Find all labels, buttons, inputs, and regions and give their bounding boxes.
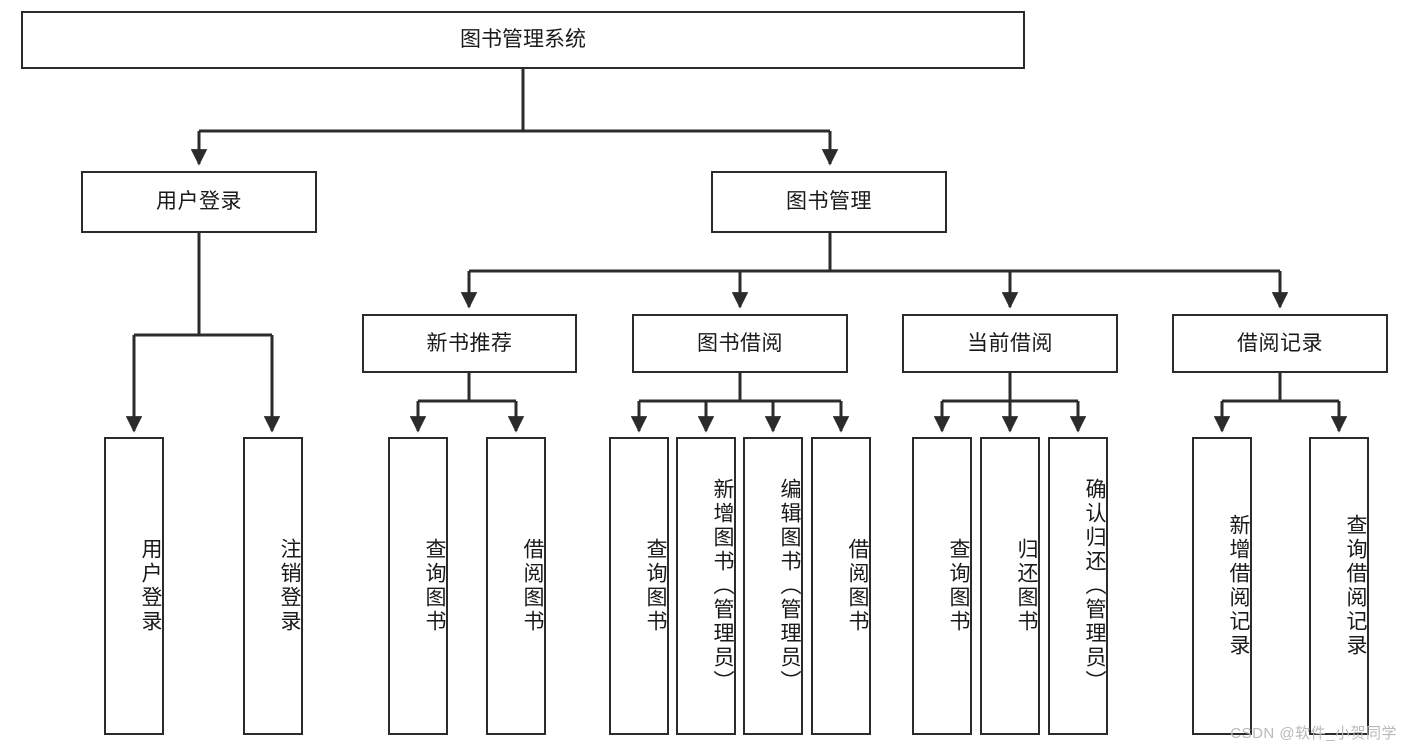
node-new-book-recommend[interactable]: 新书推荐 [362, 314, 577, 373]
node-root-label: 图书管理系统 [460, 28, 586, 52]
node-leaf-user-login[interactable]: 用户登录 [104, 437, 164, 735]
node-leaf-query-book-3-label: 查询图书 [947, 538, 970, 634]
node-leaf-return-book-label: 归还图书 [1015, 538, 1038, 634]
node-current-borrow[interactable]: 当前借阅 [902, 314, 1118, 373]
node-book-manage-label: 图书管理 [786, 190, 872, 214]
node-leaf-query-book-2-label: 查询图书 [644, 538, 667, 634]
node-leaf-user-logout-label: 注销登录 [278, 538, 301, 634]
node-leaf-query-record-label: 查询借阅记录 [1344, 514, 1367, 658]
node-borrow-record-label: 借阅记录 [1237, 331, 1323, 355]
watermark-text: CSDN @软件_小贺同学 [1230, 725, 1397, 742]
node-current-borrow-label: 当前借阅 [967, 331, 1053, 355]
node-leaf-borrow-book-2[interactable]: 借阅图书 [811, 437, 871, 735]
node-leaf-add-book[interactable]: 新增图书（管理员） [676, 437, 736, 735]
node-leaf-edit-book[interactable]: 编辑图书（管理员） [743, 437, 803, 735]
node-leaf-add-record-label: 新增借阅记录 [1227, 514, 1250, 658]
node-leaf-borrow-book-1[interactable]: 借阅图书 [486, 437, 546, 735]
node-user-login-label: 用户登录 [156, 190, 242, 214]
node-leaf-query-book-1-label: 查询图书 [423, 538, 446, 634]
node-user-login[interactable]: 用户登录 [81, 171, 317, 233]
node-leaf-add-book-label: 新增图书（管理员） [711, 478, 734, 694]
node-leaf-return-book[interactable]: 归还图书 [980, 437, 1040, 735]
node-root[interactable]: 图书管理系统 [21, 11, 1025, 69]
node-leaf-edit-book-label: 编辑图书（管理员） [778, 478, 801, 694]
node-book-borrow-label: 图书借阅 [697, 331, 783, 355]
node-leaf-query-book-1[interactable]: 查询图书 [388, 437, 448, 735]
node-leaf-borrow-book-1-label: 借阅图书 [521, 538, 544, 634]
node-leaf-borrow-book-2-label: 借阅图书 [846, 538, 869, 634]
node-book-manage[interactable]: 图书管理 [711, 171, 947, 233]
node-leaf-user-login-label: 用户登录 [139, 538, 162, 634]
node-leaf-user-logout[interactable]: 注销登录 [243, 437, 303, 735]
node-leaf-confirm-return-label: 确认归还（管理员） [1083, 478, 1106, 694]
node-leaf-query-record[interactable]: 查询借阅记录 [1309, 437, 1369, 735]
node-new-book-recommend-label: 新书推荐 [426, 331, 513, 355]
node-leaf-add-record[interactable]: 新增借阅记录 [1192, 437, 1252, 735]
node-leaf-confirm-return[interactable]: 确认归还（管理员） [1048, 437, 1108, 735]
node-leaf-query-book-2[interactable]: 查询图书 [609, 437, 669, 735]
node-leaf-query-book-3[interactable]: 查询图书 [912, 437, 972, 735]
node-borrow-record[interactable]: 借阅记录 [1172, 314, 1388, 373]
node-book-borrow[interactable]: 图书借阅 [632, 314, 848, 373]
